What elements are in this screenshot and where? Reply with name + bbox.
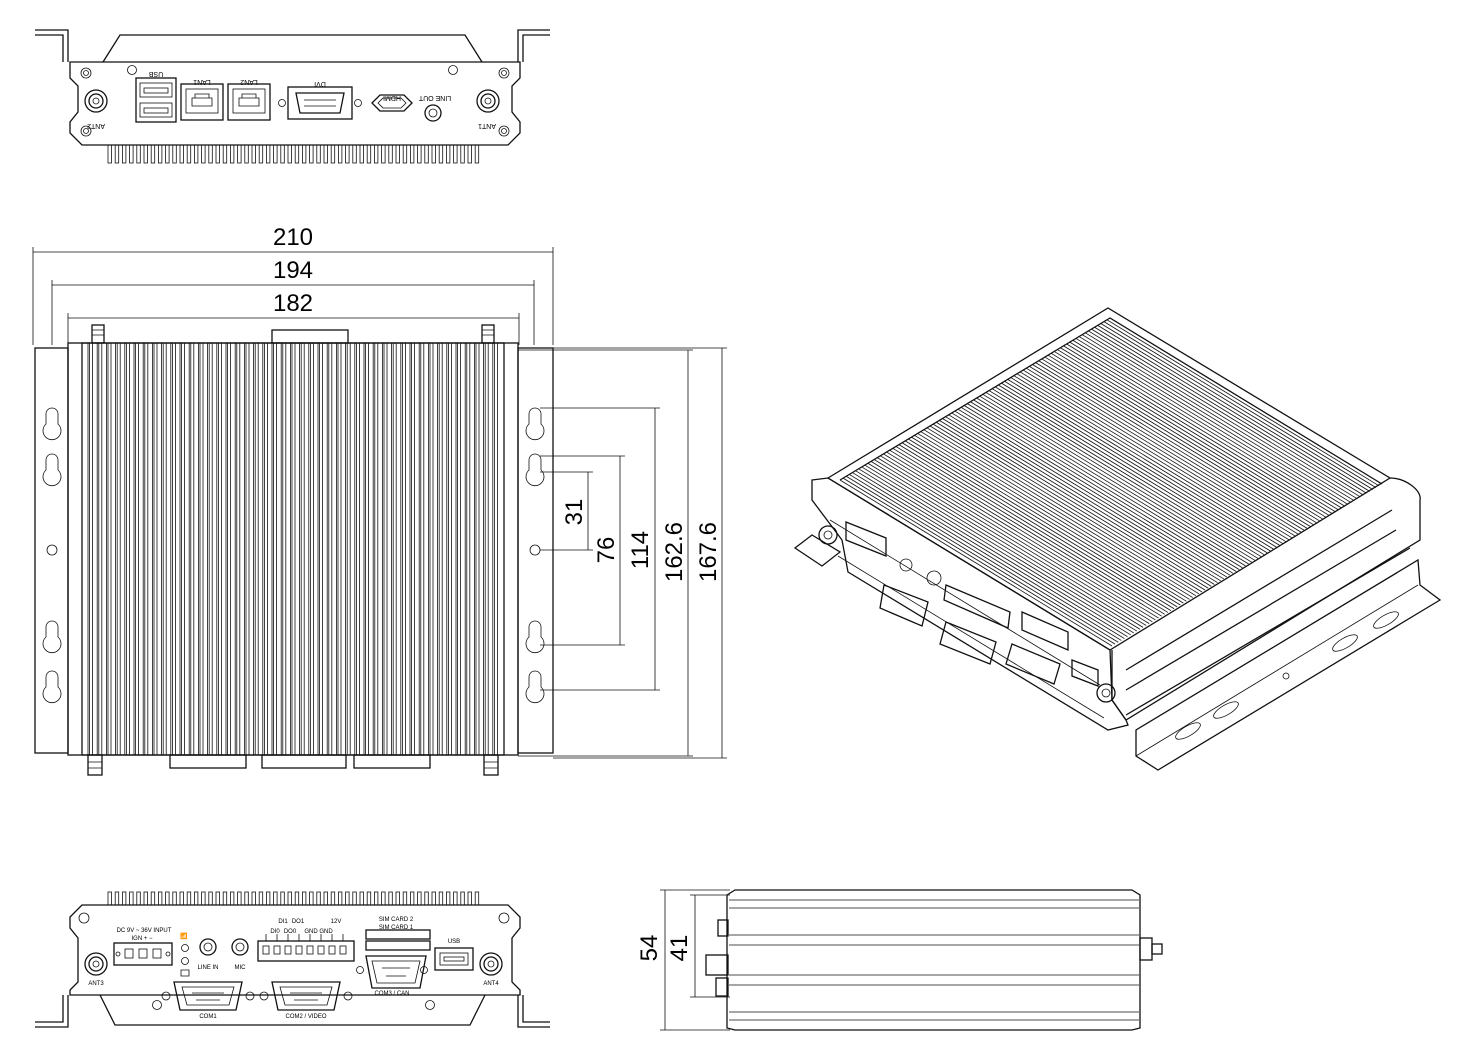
hdmi-port-icon <box>371 94 413 112</box>
antenna-label-ant4: ANT4 <box>483 981 499 987</box>
heatsink-fins <box>107 891 480 906</box>
dimension-height-54: 54 <box>636 935 663 962</box>
antenna-connector-icon <box>1096 683 1116 703</box>
power-terminal-icon <box>845 521 887 557</box>
storage-led-icon <box>180 969 190 977</box>
dimension-width-210: 210 <box>273 224 313 251</box>
antenna-label-ant3: ANT3 <box>88 981 104 987</box>
dimension-height-114: 114 <box>627 531 654 569</box>
antenna-connector-icon <box>84 89 108 113</box>
dio-label-gnd: GND <box>319 929 333 935</box>
mounting-slots <box>42 407 545 704</box>
com2-video-port-icon <box>259 981 353 1011</box>
port-label-line-out: LINE OUT <box>418 94 451 101</box>
plan-view: 210 194 182 31 76 114 162.6 167.6 <box>32 224 727 776</box>
port-label-usb: USB <box>148 70 163 77</box>
com3-can-port-icon <box>365 955 427 989</box>
sim-label-1: SIM CARD 1 <box>379 925 414 931</box>
port-label-line-in: LINE IN <box>197 965 218 971</box>
serial-port-icon <box>939 621 997 665</box>
wifi-icon: 📶 <box>180 932 188 940</box>
serial-port-icon <box>879 584 929 627</box>
dio-label-di0: DI0 <box>270 929 280 935</box>
heatsink-fins <box>87 343 498 755</box>
audio-jack-icon <box>199 938 217 956</box>
heatsink-fins <box>107 144 480 164</box>
side-view: 54 41 <box>636 889 1163 1031</box>
dio-label-di1: DI1 <box>278 919 288 925</box>
antenna-connector-icon <box>818 525 838 545</box>
power-pin-label: IGN + − <box>131 936 153 942</box>
antenna-label-ant1: ANT1 <box>478 122 496 129</box>
port-label-dvi: DVI <box>314 80 326 87</box>
dimension-height-76: 76 <box>593 537 620 564</box>
serial-port-icon <box>1005 643 1061 685</box>
dimension-height-162-6: 162.6 <box>661 522 688 582</box>
sim-label-2: SIM CARD 2 <box>379 917 414 923</box>
dio-label-12v: 12V <box>331 919 342 925</box>
dio-label-do0: DO0 <box>284 929 297 935</box>
led-indicator-icon <box>181 944 189 952</box>
port-label-mic: MIC <box>235 965 247 971</box>
audio-jack-icon <box>424 104 442 122</box>
dimension-width-194: 194 <box>273 257 313 284</box>
antenna-connector-icon <box>84 952 108 976</box>
power-input-label: DC 9V ~ 36V INPUT <box>117 928 172 934</box>
heatsink-fins <box>839 319 1380 647</box>
com1-port-icon <box>161 981 255 1011</box>
lan1-port-icon <box>180 83 224 121</box>
antenna-connector-icon <box>476 89 500 113</box>
dimension-height-167-6: 167.6 <box>695 522 722 582</box>
port-label-lan1: LAN1 <box>193 78 211 85</box>
usb-port-icon <box>135 77 177 123</box>
port-label-com1: COM1 <box>199 1014 217 1020</box>
rear-panel-view: USB LAN1 LAN2 DVI HDMI LINE OUT ANT2 ANT… <box>35 29 550 164</box>
power-terminal-icon <box>113 942 173 966</box>
port-label-hdmi: HDMI <box>383 94 401 101</box>
front-panel-view: ANT3 ANT4 DC 9V ~ 36V INPUT IGN + − 📶 LI… <box>35 891 550 1028</box>
antenna-connector-icon <box>479 952 503 976</box>
terminal-block-icon <box>943 584 1011 629</box>
dvi-port-icon <box>278 86 362 120</box>
port-label-com2-video: COM2 / VIDEO <box>285 1014 326 1020</box>
port-label-com3-can: COM3 / CAN <box>374 991 409 997</box>
audio-jack-icon <box>231 938 249 956</box>
port-label-usb: USB <box>448 939 460 945</box>
led-indicator-icon <box>181 957 189 965</box>
heatsink-ribs <box>729 899 1139 1021</box>
dio-label-gnd: GND <box>304 929 318 935</box>
dio-terminal-block-icon <box>257 934 355 962</box>
dimension-width-182: 182 <box>273 290 313 317</box>
dio-label-do1: DO1 <box>292 919 305 925</box>
port-label-lan2: LAN2 <box>240 78 258 85</box>
usb-port-icon <box>1071 659 1099 687</box>
dimension-height-41: 41 <box>666 935 693 962</box>
isometric-view <box>793 307 1442 771</box>
dimension-height-31: 31 <box>561 499 588 526</box>
usb-port-icon <box>434 947 474 971</box>
lan2-port-icon <box>227 83 271 121</box>
sim-slot-icon <box>1021 611 1069 651</box>
antenna-label-ant2: ANT2 <box>87 122 105 129</box>
